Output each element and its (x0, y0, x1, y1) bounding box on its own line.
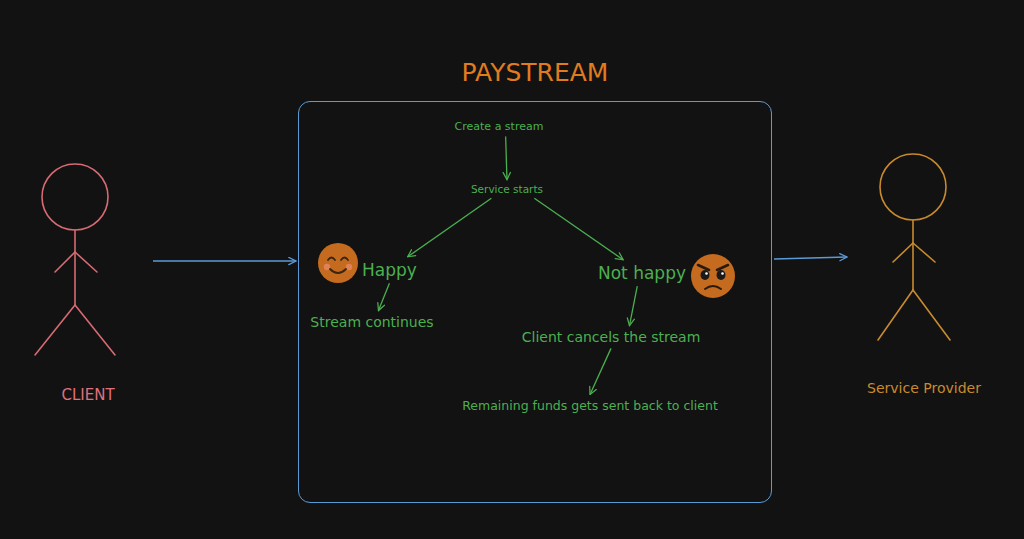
actor-figure: CLIENT (25, 158, 151, 404)
flow-arrow (534, 198, 623, 260)
emoji-mouth (705, 286, 721, 289)
emoji-glint (721, 272, 724, 275)
outcome-text: Not happy (598, 263, 686, 283)
frame-title: PAYSTREAM (299, 58, 771, 88)
step-text: Create a stream (455, 120, 544, 133)
flow-arrow (153, 260, 296, 261)
figure-arm (893, 243, 913, 262)
figure-leg (878, 290, 913, 340)
figure-leg (35, 305, 75, 355)
emoji-eye (328, 258, 335, 261)
outcome-label: Happy (359, 259, 420, 281)
outcome-text: Happy (362, 260, 417, 280)
emoji-brow (698, 265, 709, 270)
emoji-glint (705, 272, 708, 275)
angry-emoji (691, 254, 735, 298)
step-text: Service starts (471, 183, 543, 196)
step-text: Stream continues (310, 314, 433, 331)
flow-arrow (590, 348, 611, 394)
flow-step: Service starts (468, 182, 546, 197)
step-text: Remaining funds gets sent back to client (462, 398, 718, 413)
flow-step: Client cancels the stream (519, 328, 704, 347)
figure-body (74, 230, 76, 305)
actor-figure: Service Provider (849, 150, 999, 397)
figure-arm (75, 252, 97, 272)
emoji-eye (701, 270, 710, 280)
outcome-label: Not happy (595, 262, 689, 284)
actor-label: CLIENT (61, 386, 114, 404)
figure-head (42, 164, 108, 230)
flow-step: Remaining funds gets sent back to client (459, 397, 721, 414)
flow-arrow (506, 137, 507, 180)
flow-arrow (774, 257, 847, 259)
emoji-face (691, 254, 735, 298)
system-frame: Create a streamService startsHappy Not ha… (298, 101, 772, 503)
client-stick-figure (35, 164, 115, 355)
figure-head (880, 154, 946, 220)
emoji-face (318, 243, 358, 283)
step-text: Client cancels the stream (522, 329, 701, 346)
emoji-eye (717, 270, 726, 280)
figure-arm (913, 243, 935, 262)
figure-leg (75, 305, 115, 355)
flow-arrow (408, 198, 492, 257)
emoji-eye (341, 258, 348, 261)
flow-arrow (378, 283, 389, 310)
actor-label: Service Provider (867, 380, 981, 397)
emoji-mouth (330, 269, 346, 273)
happy-emoji (318, 243, 358, 283)
figure-arm (55, 252, 75, 272)
flow-arrow (629, 286, 637, 325)
flow-step: Create a stream (452, 119, 547, 134)
figure-leg (913, 290, 950, 340)
provider-stick-figure (878, 154, 950, 340)
emoji-brow (717, 265, 728, 270)
flow-step: Stream continues (307, 313, 436, 332)
figure-body (912, 220, 914, 290)
